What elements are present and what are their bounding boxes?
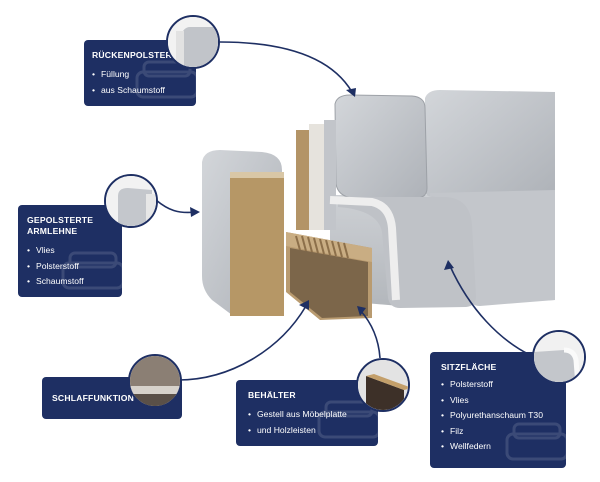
list-item: Polsterstoff: [441, 377, 543, 393]
callout-title: RÜCKENPOLSTER: [92, 50, 172, 60]
sleep-slats: [295, 235, 349, 259]
list-item: Filz: [441, 424, 543, 440]
back-cushion-right: [424, 90, 555, 198]
armrest-fabric: [202, 150, 282, 315]
seat-cushion-left: [338, 197, 476, 308]
back-frame-wood: [296, 130, 310, 230]
back-cushion-left: [334, 94, 428, 199]
armrest-detail-image: [106, 176, 156, 226]
detail-circle-seat: [532, 330, 586, 384]
armrest-wood: [230, 172, 284, 316]
callout-title: GEPOLSTERTE ARMLEHNE: [27, 215, 93, 237]
callout-title-line: ARMLEHNE: [27, 226, 78, 236]
list-item: Polsterstoff: [27, 259, 84, 275]
list-item: Vlies: [27, 243, 84, 259]
callout-backrest: RÜCKENPOLSTER Füllung aus Schaumstoff: [84, 40, 196, 106]
seat-detail-image: [534, 332, 584, 382]
seat-cushion-right: [430, 190, 555, 306]
backrest-detail-image: [168, 17, 218, 67]
detail-circle-armrest: [104, 174, 158, 228]
callout-title: BEHÄLTER: [248, 390, 296, 400]
list-item: und Holzleisten: [248, 423, 347, 439]
list-item: Gestell aus Möbelplatte: [248, 407, 347, 423]
callout-armrest: GEPOLSTERTE ARMLEHNE Vlies Polsterstoff …: [18, 205, 122, 297]
list-item: Füllung: [92, 67, 165, 83]
list-item: Wellfedern: [441, 439, 543, 455]
callout-storage: BEHÄLTER Gestell aus Möbelplatte und Hol…: [236, 380, 378, 446]
detail-circle-backrest: [166, 15, 220, 69]
callout-title-line: GEPOLSTERTE: [27, 215, 94, 225]
list-item: Polyurethanschaum T30: [441, 408, 543, 424]
list-item: Vlies: [441, 393, 543, 409]
detail-circle-storage: [356, 358, 410, 412]
callout-title: SCHLAFFUNKTION: [52, 393, 135, 403]
detail-circle-sleep-function: [128, 354, 182, 408]
sleep-function-detail-image: [130, 356, 180, 406]
callout-title: SITZFLÄCHE: [441, 362, 497, 372]
list-item: aus Schaumstoff: [92, 83, 165, 99]
storage-detail-image: [358, 360, 408, 410]
list-item: Schaumstoff: [27, 274, 84, 290]
